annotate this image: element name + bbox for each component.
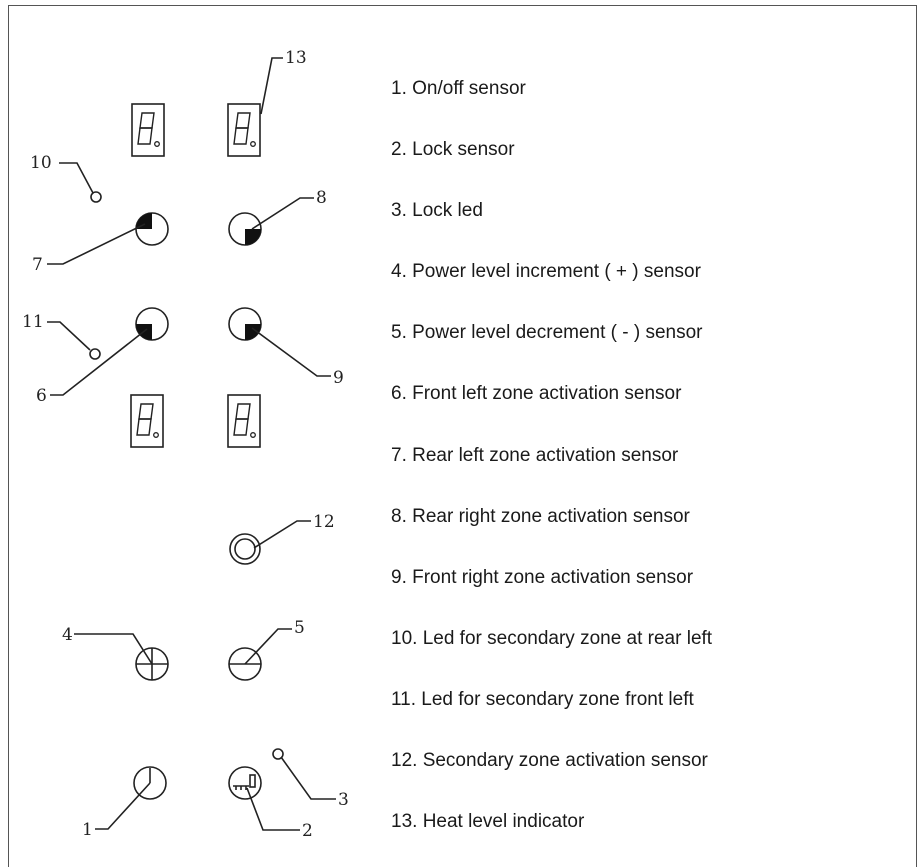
legend-item: 1. On/off sensor xyxy=(391,78,526,99)
diagram-frame xyxy=(8,5,917,867)
callout-9: 9 xyxy=(333,368,344,388)
leader-lines xyxy=(47,57,336,831)
callout-3: 3 xyxy=(338,790,349,810)
legend-item: 3. Lock led xyxy=(391,200,483,222)
front-left-zone-sensor-icon[interactable] xyxy=(135,307,169,341)
seven-segment-display-front-left xyxy=(130,394,164,448)
lock-led-icon xyxy=(272,748,284,760)
legend-item: 11. Led for secondary zone front left xyxy=(391,688,694,710)
front-right-zone-sensor-icon[interactable] xyxy=(228,307,262,341)
legend-item: 13. Heat level indicator xyxy=(391,811,585,833)
on-off-sensor-icon[interactable] xyxy=(133,766,167,800)
rear-right-zone-sensor-icon[interactable] xyxy=(228,212,262,246)
legend-item: 9. Front right zone activation sensor xyxy=(391,566,694,588)
seven-segment-display-front-right xyxy=(227,394,261,448)
lock-sensor-icon[interactable] xyxy=(228,766,262,800)
secondary-zone-sensor-icon[interactable] xyxy=(229,533,261,565)
legend-item: 7. Rear left zone activation sensor xyxy=(391,444,679,466)
legend-item: 5. Power level decrement ( - ) sensor xyxy=(391,322,703,344)
callout-12: 12 xyxy=(313,512,335,532)
legend-item: 8. Rear right zone activation sensor xyxy=(391,505,690,527)
callout-10: 10 xyxy=(30,153,52,173)
legend-item: 6. Front left zone activation sensor xyxy=(391,383,682,405)
callout-8: 8 xyxy=(316,188,327,208)
callout-4: 4 xyxy=(62,625,73,645)
legend-list: 1. On/off sensor 2. Lock sensor 3. Lock … xyxy=(391,76,712,867)
legend-item: 4. Power level increment ( + ) sensor xyxy=(391,261,701,283)
callout-5: 5 xyxy=(294,618,305,638)
seven-segment-display-rear-left xyxy=(131,103,165,157)
led-secondary-front-left-icon xyxy=(89,348,101,360)
callout-2: 2 xyxy=(302,821,313,841)
legend-item: 10. Led for secondary zone at rear left xyxy=(391,627,713,649)
seven-segment-display-rear-right xyxy=(227,103,261,157)
callout-1: 1 xyxy=(82,820,93,840)
callout-numbers: 13 10 8 7 11 9 6 12 4 5 3 1 2 xyxy=(22,48,349,841)
callout-13: 13 xyxy=(285,48,307,68)
callout-7: 7 xyxy=(32,255,43,275)
legend-item: 12. Secondary zone activation sensor xyxy=(391,750,708,772)
rear-left-zone-sensor-icon[interactable] xyxy=(135,212,169,246)
callout-11: 11 xyxy=(22,312,44,332)
led-secondary-rear-left-icon xyxy=(90,191,102,203)
legend-item: 2. Lock sensor xyxy=(391,139,515,161)
callout-6: 6 xyxy=(36,386,47,406)
